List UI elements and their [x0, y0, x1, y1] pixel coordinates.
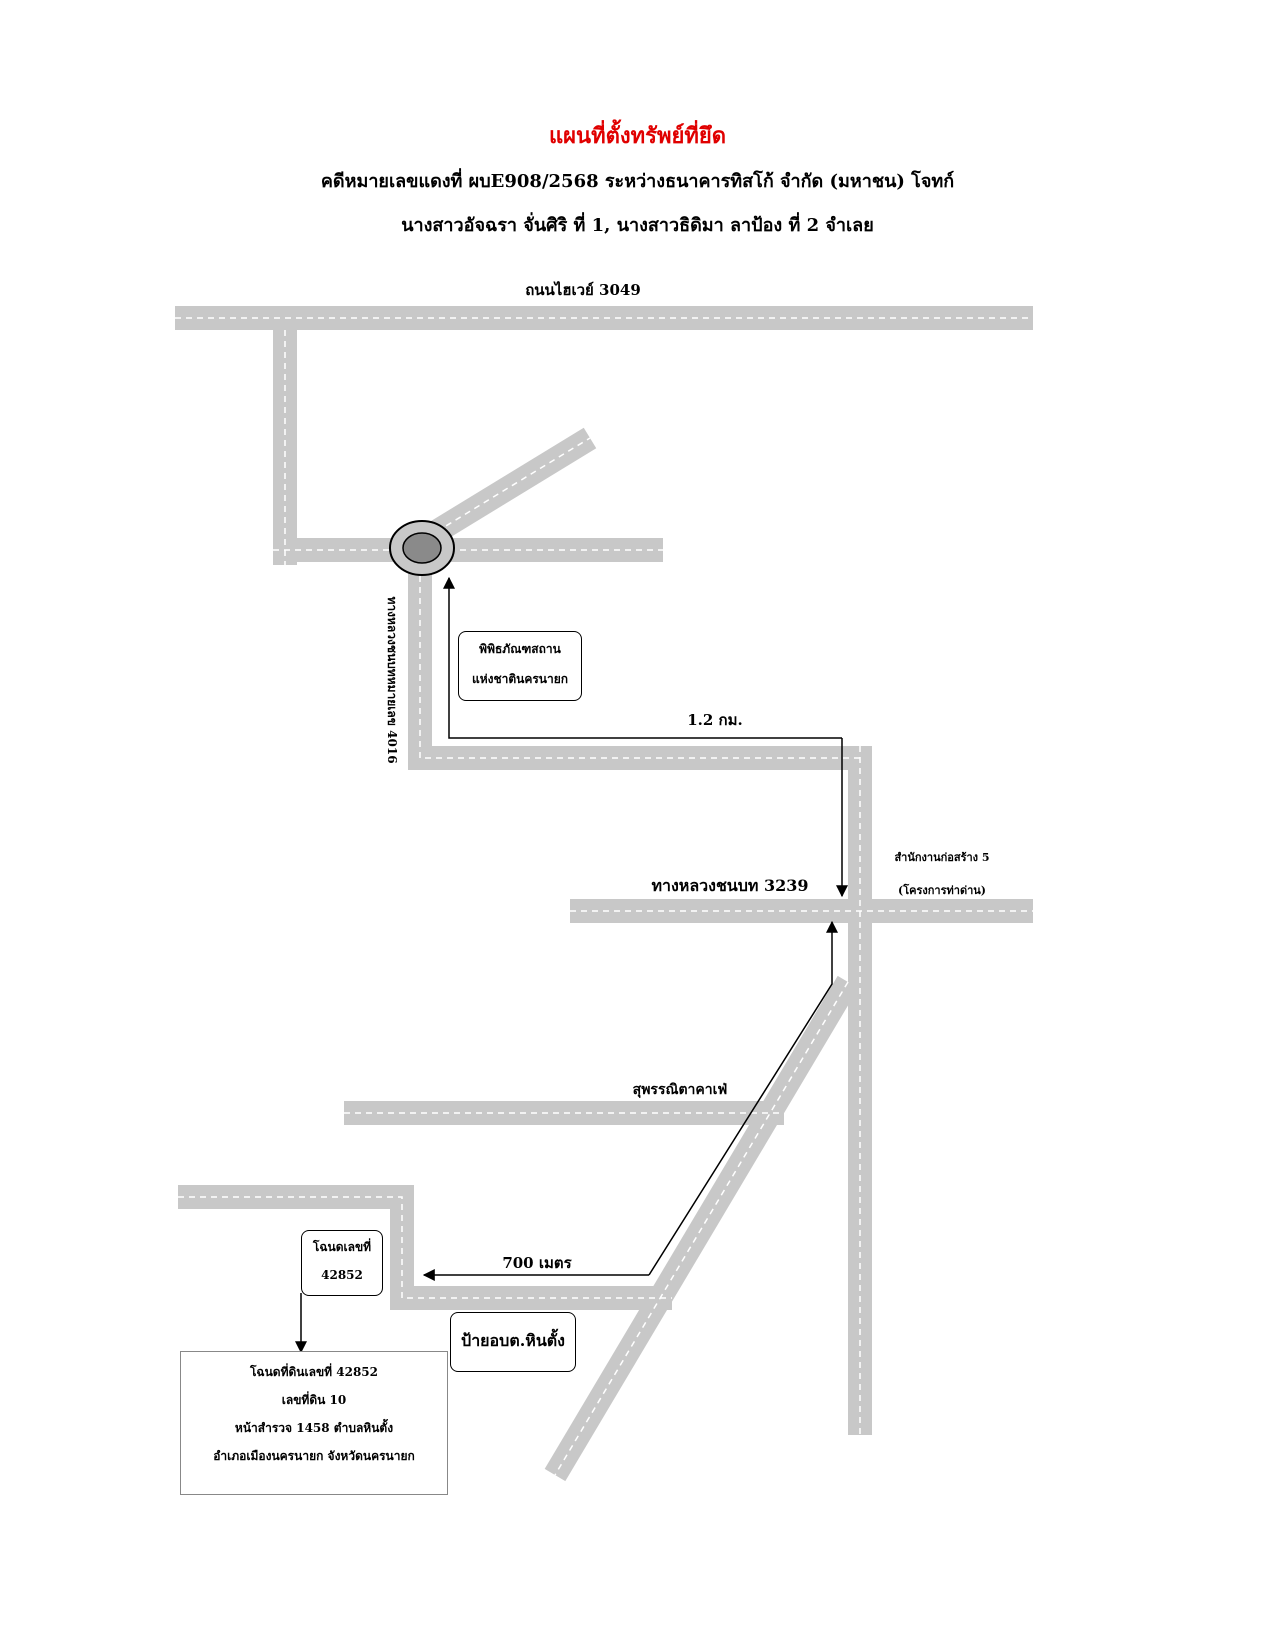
label-road-4016: ทางหลวงชนบทหมายเลข 4016: [385, 596, 399, 763]
road-lower-route: [178, 1185, 672, 1310]
label-distance-1: 1.2 กม.: [687, 711, 743, 729]
deed-box: โฉนดเลขที่ 42852: [301, 1230, 383, 1296]
map-title: แผนที่ตั้งทรัพย์ที่ยึด: [548, 123, 727, 149]
label-office-2: (โครงการท่าด่าน): [898, 883, 986, 897]
property-line-4: อำเภอเมืองนครนายก จังหวัดนครนายก: [213, 1449, 415, 1463]
property-box: โฉนดที่ดินเลขที่ 42852 เลขที่ดิน 10 หน้า…: [180, 1351, 448, 1495]
label-road-3239: ทางหลวงชนบท 3239: [651, 876, 808, 895]
property-line-1: โฉนดที่ดินเลขที่ 42852: [249, 1365, 378, 1379]
route-arrow-2: [443, 576, 842, 739]
property-line-3: หน้าสำรวจ 1458 ตำบลหินตั้ง: [234, 1421, 394, 1435]
deed-label-2: 42852: [321, 1268, 363, 1282]
sign-box: ป้ายอบต.หินตั้ง: [450, 1312, 576, 1372]
label-office-1: สำนักงานก่อสร้าง 5: [894, 851, 989, 864]
sign-label: ป้ายอบต.หินตั้ง: [461, 1331, 565, 1350]
route-arrow-3: [648, 920, 838, 1276]
label-highway-3049: ถนนไฮเวย์ 3049: [525, 280, 641, 299]
property-line-2: เลขที่ดิน 10: [281, 1393, 347, 1407]
case-line-2: นางสาวอัจฉรา จั่นศิริ ที่ 1, นางสาวธิดิม…: [401, 215, 874, 236]
deed-label-1: โฉนดเลขที่: [312, 1240, 372, 1254]
roundabout-icon: [389, 520, 455, 576]
museum-label-1: พิพิธภัณฑสถาน: [479, 642, 561, 656]
case-line-1: คดีหมายเลขแดงที่ ผบE908/2568 ระหว่างธนาค…: [320, 171, 955, 192]
museum-label-2: แห่งชาตินครนายก: [471, 672, 569, 686]
museum-box: พิพิธภัณฑสถาน แห่งชาตินครนายก: [458, 631, 582, 701]
label-cafe-road: สุพรรณิตาคาเฟ่: [633, 1082, 728, 1098]
label-distance-2: 700 เมตร: [502, 1254, 572, 1272]
